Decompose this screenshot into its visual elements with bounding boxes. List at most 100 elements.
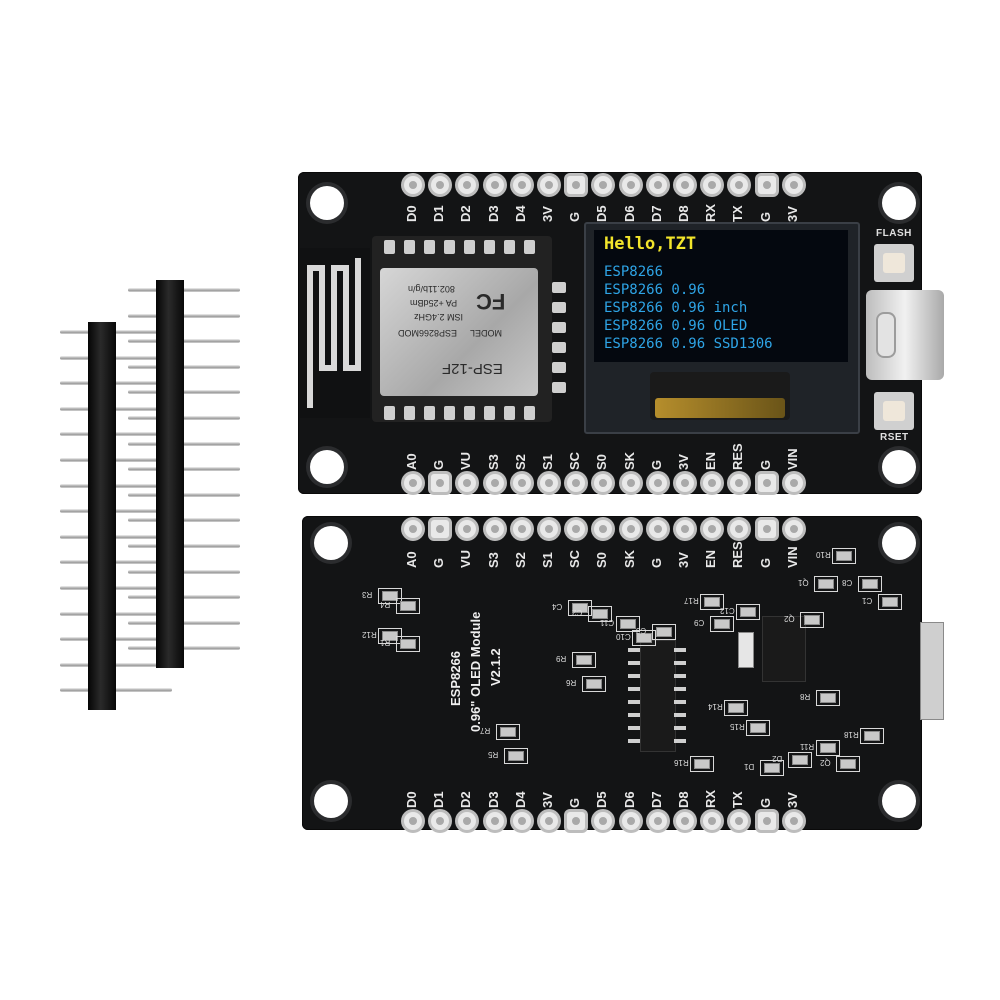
pin-label: D4 bbox=[512, 791, 528, 808]
board-back bbox=[302, 516, 922, 830]
chip-pin bbox=[628, 726, 640, 730]
pin-label: G bbox=[567, 211, 583, 222]
header-pad bbox=[784, 474, 803, 492]
pin-label: RX bbox=[703, 789, 719, 808]
usb-back-connector bbox=[920, 622, 944, 720]
esp-fc-mark: FC bbox=[476, 289, 506, 314]
pin-label: D4 bbox=[512, 205, 528, 222]
header-pad bbox=[594, 520, 613, 538]
pin-label: SK bbox=[621, 451, 637, 470]
pin-label: D3 bbox=[485, 791, 501, 808]
pin-header-left bbox=[60, 320, 180, 720]
header-pin bbox=[60, 611, 172, 616]
pin-label: VIN bbox=[784, 546, 800, 568]
flash-label: FLASH bbox=[876, 228, 912, 239]
smd-part bbox=[500, 727, 516, 737]
part-outline bbox=[504, 748, 528, 764]
part-label: R9 bbox=[556, 654, 567, 663]
header-pin bbox=[128, 288, 240, 292]
smd-part bbox=[836, 551, 852, 561]
header-pin bbox=[128, 467, 240, 472]
header-pad bbox=[458, 520, 477, 538]
header-pad bbox=[567, 812, 586, 830]
pin-label: D2 bbox=[458, 791, 474, 808]
part-label: R12 bbox=[362, 630, 377, 639]
header-pin bbox=[128, 569, 240, 574]
pin-label: 3V bbox=[676, 454, 691, 470]
mounting-hole bbox=[314, 784, 348, 818]
header-pin bbox=[128, 416, 240, 420]
smd-part bbox=[864, 731, 880, 741]
part-outline bbox=[836, 756, 860, 772]
header-pad bbox=[703, 520, 722, 538]
pin-label: VU bbox=[458, 549, 474, 568]
mounting-hole bbox=[314, 526, 348, 560]
chip-pin bbox=[628, 700, 640, 704]
pin-label: G bbox=[757, 459, 773, 470]
header-pad bbox=[404, 812, 422, 830]
part-label: D1 bbox=[744, 762, 755, 771]
part-outline bbox=[816, 740, 840, 756]
part-outline bbox=[746, 720, 770, 736]
smd-part bbox=[656, 627, 672, 637]
pin-label: S1 bbox=[540, 552, 555, 568]
usb-c-port[interactable] bbox=[866, 290, 944, 380]
pin-label: G bbox=[757, 211, 773, 222]
pin-label: TX bbox=[730, 205, 746, 222]
back-title: ESP8266 bbox=[448, 651, 463, 706]
header-pin bbox=[60, 432, 172, 437]
esp-pad bbox=[424, 406, 435, 420]
part-outline bbox=[832, 548, 856, 564]
esp-pad bbox=[444, 406, 455, 420]
pin-label: VU bbox=[458, 451, 474, 470]
header-pad bbox=[485, 812, 504, 830]
part-outline bbox=[724, 700, 748, 716]
esp-pad bbox=[464, 240, 475, 254]
header-pad bbox=[485, 520, 504, 538]
oled-flex-contacts bbox=[655, 398, 785, 418]
header-pad bbox=[730, 176, 749, 194]
header-pin bbox=[128, 441, 240, 446]
esp-pad bbox=[404, 240, 415, 254]
header-pad bbox=[648, 176, 667, 194]
header-pin bbox=[60, 586, 172, 590]
chip-pin bbox=[628, 661, 640, 665]
smd-part bbox=[820, 743, 836, 753]
smd-part bbox=[804, 615, 820, 625]
esp-pad bbox=[552, 382, 566, 393]
part-label: R8 bbox=[800, 692, 811, 701]
header-pad bbox=[540, 176, 558, 194]
part-outline bbox=[652, 624, 676, 640]
smd-part bbox=[382, 591, 398, 601]
esp-pad bbox=[404, 406, 415, 420]
chip-pin bbox=[674, 648, 686, 652]
header-pad bbox=[703, 176, 722, 194]
smd-part bbox=[620, 619, 636, 629]
header-pad bbox=[648, 474, 667, 492]
header-pad bbox=[567, 474, 586, 492]
header-housing bbox=[156, 280, 184, 668]
part-outline bbox=[572, 652, 596, 668]
part-label: R6 bbox=[566, 678, 577, 687]
header-pad bbox=[404, 176, 422, 194]
header-pad bbox=[730, 520, 749, 538]
oled-line: ESP8266 0.96 inch bbox=[604, 300, 748, 316]
part-outline bbox=[378, 588, 402, 604]
smd-part bbox=[704, 597, 720, 607]
part-outline bbox=[396, 598, 420, 614]
pin-label: D3 bbox=[485, 205, 501, 222]
part-outline bbox=[616, 616, 640, 632]
pin-label: S0 bbox=[594, 552, 610, 568]
chip-pin bbox=[628, 687, 640, 691]
flash-button[interactable] bbox=[874, 244, 914, 282]
part-outline bbox=[788, 752, 812, 768]
header-pad bbox=[485, 176, 504, 194]
part-label: C8 bbox=[842, 578, 853, 587]
pin-label: D0 bbox=[404, 791, 419, 808]
part-label: R1 bbox=[380, 638, 391, 647]
pin-label: 3V bbox=[540, 206, 555, 222]
header-pad bbox=[431, 176, 450, 194]
pin-label: D1 bbox=[431, 791, 447, 808]
part-outline bbox=[496, 724, 520, 740]
reset-button[interactable] bbox=[874, 392, 914, 430]
